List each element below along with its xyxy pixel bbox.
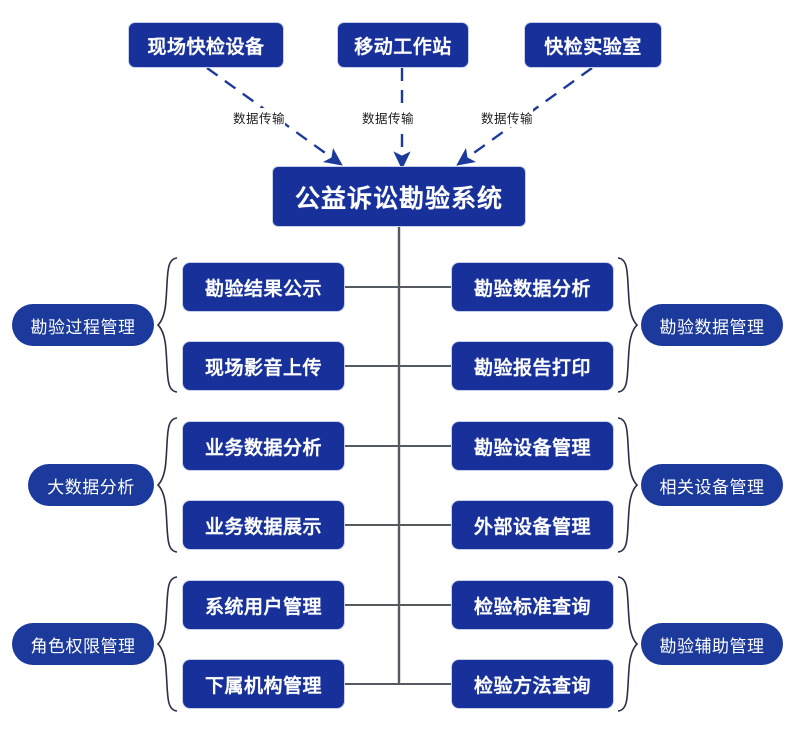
- source-node-2-label: 移动工作站: [354, 36, 452, 58]
- source-node-1-label: 现场快检设备: [147, 36, 265, 58]
- group-pill-left-3[interactable]: 角色权限管理: [12, 623, 154, 665]
- leaf-right-3-2-label: 检验方法查询: [473, 675, 591, 697]
- group-pill-right-3-label: 勘验辅助管理: [659, 636, 765, 656]
- source-node-2[interactable]: 移动工作站: [337, 22, 469, 68]
- group-pill-left-1[interactable]: 勘验过程管理: [12, 304, 154, 346]
- brace-right-1: [617, 257, 639, 393]
- group-pill-right-2-label: 相关设备管理: [659, 477, 765, 497]
- leaf-left-3-2[interactable]: 下属机构管理: [182, 659, 345, 709]
- leaf-left-3-2-label: 下属机构管理: [204, 675, 322, 697]
- group-pill-right-1[interactable]: 勘验数据管理: [641, 304, 783, 346]
- center-system-node-label: 公益诉讼勘验系统: [294, 184, 503, 213]
- center-system-node[interactable]: 公益诉讼勘验系统: [272, 166, 526, 227]
- leaf-right-3-1-label: 检验标准查询: [473, 596, 591, 618]
- edge-label-1-text: 数据传输: [233, 112, 286, 126]
- leaf-left-2-2[interactable]: 业务数据展示: [182, 500, 345, 550]
- group-pill-left-2[interactable]: 大数据分析: [28, 464, 154, 506]
- group-pill-left-2-label: 大数据分析: [47, 477, 135, 497]
- group-pill-right-1-label: 勘验数据管理: [659, 317, 765, 337]
- group-pill-left-3-label: 角色权限管理: [30, 636, 136, 656]
- source-node-3-label: 快检实验室: [544, 36, 642, 58]
- leaf-left-1-2-label: 现场影音上传: [204, 357, 322, 379]
- leaf-right-3-2[interactable]: 检验方法查询: [451, 659, 614, 709]
- group-pill-right-3[interactable]: 勘验辅助管理: [641, 623, 783, 665]
- leaf-left-1-2[interactable]: 现场影音上传: [182, 341, 345, 391]
- edge-label-2-text: 数据传输: [362, 112, 415, 126]
- leaf-left-2-1-label: 业务数据分析: [204, 437, 322, 459]
- group-pill-left-1-label: 勘验过程管理: [30, 317, 136, 337]
- leaf-left-2-2-label: 业务数据展示: [204, 516, 322, 538]
- leaf-right-1-2[interactable]: 勘验报告打印: [451, 341, 614, 391]
- leaf-left-3-1-label: 系统用户管理: [204, 596, 322, 618]
- leaf-right-2-1[interactable]: 勘验设备管理: [451, 421, 614, 471]
- leaf-left-2-1[interactable]: 业务数据分析: [182, 421, 345, 471]
- leaf-right-1-1-label: 勘验数据分析: [473, 278, 591, 300]
- brace-right-2: [617, 417, 639, 553]
- group-pill-right-2[interactable]: 相关设备管理: [641, 464, 783, 506]
- leaf-right-2-2[interactable]: 外部设备管理: [451, 500, 614, 550]
- source-node-1[interactable]: 现场快检设备: [128, 22, 284, 68]
- leaf-left-1-1[interactable]: 勘验结果公示: [182, 262, 345, 312]
- leaf-right-3-1[interactable]: 检验标准查询: [451, 580, 614, 630]
- brace-left-2: [156, 417, 178, 553]
- leaf-right-2-2-label: 外部设备管理: [473, 516, 591, 538]
- brace-left-1: [156, 257, 178, 393]
- leaf-right-1-1[interactable]: 勘验数据分析: [451, 262, 614, 312]
- edge-label-1: 数据传输: [233, 108, 286, 127]
- edge-label-3: 数据传输: [481, 108, 534, 127]
- source-node-3[interactable]: 快检实验室: [524, 22, 662, 68]
- leaf-left-3-1[interactable]: 系统用户管理: [182, 580, 345, 630]
- brace-right-3: [617, 576, 639, 712]
- leaf-left-1-1-label: 勘验结果公示: [204, 278, 322, 300]
- leaf-right-2-1-label: 勘验设备管理: [473, 437, 591, 459]
- edge-label-2: 数据传输: [362, 108, 415, 127]
- leaf-right-1-2-label: 勘验报告打印: [473, 357, 591, 379]
- brace-left-3: [156, 576, 178, 712]
- edge-label-3-text: 数据传输: [481, 112, 534, 126]
